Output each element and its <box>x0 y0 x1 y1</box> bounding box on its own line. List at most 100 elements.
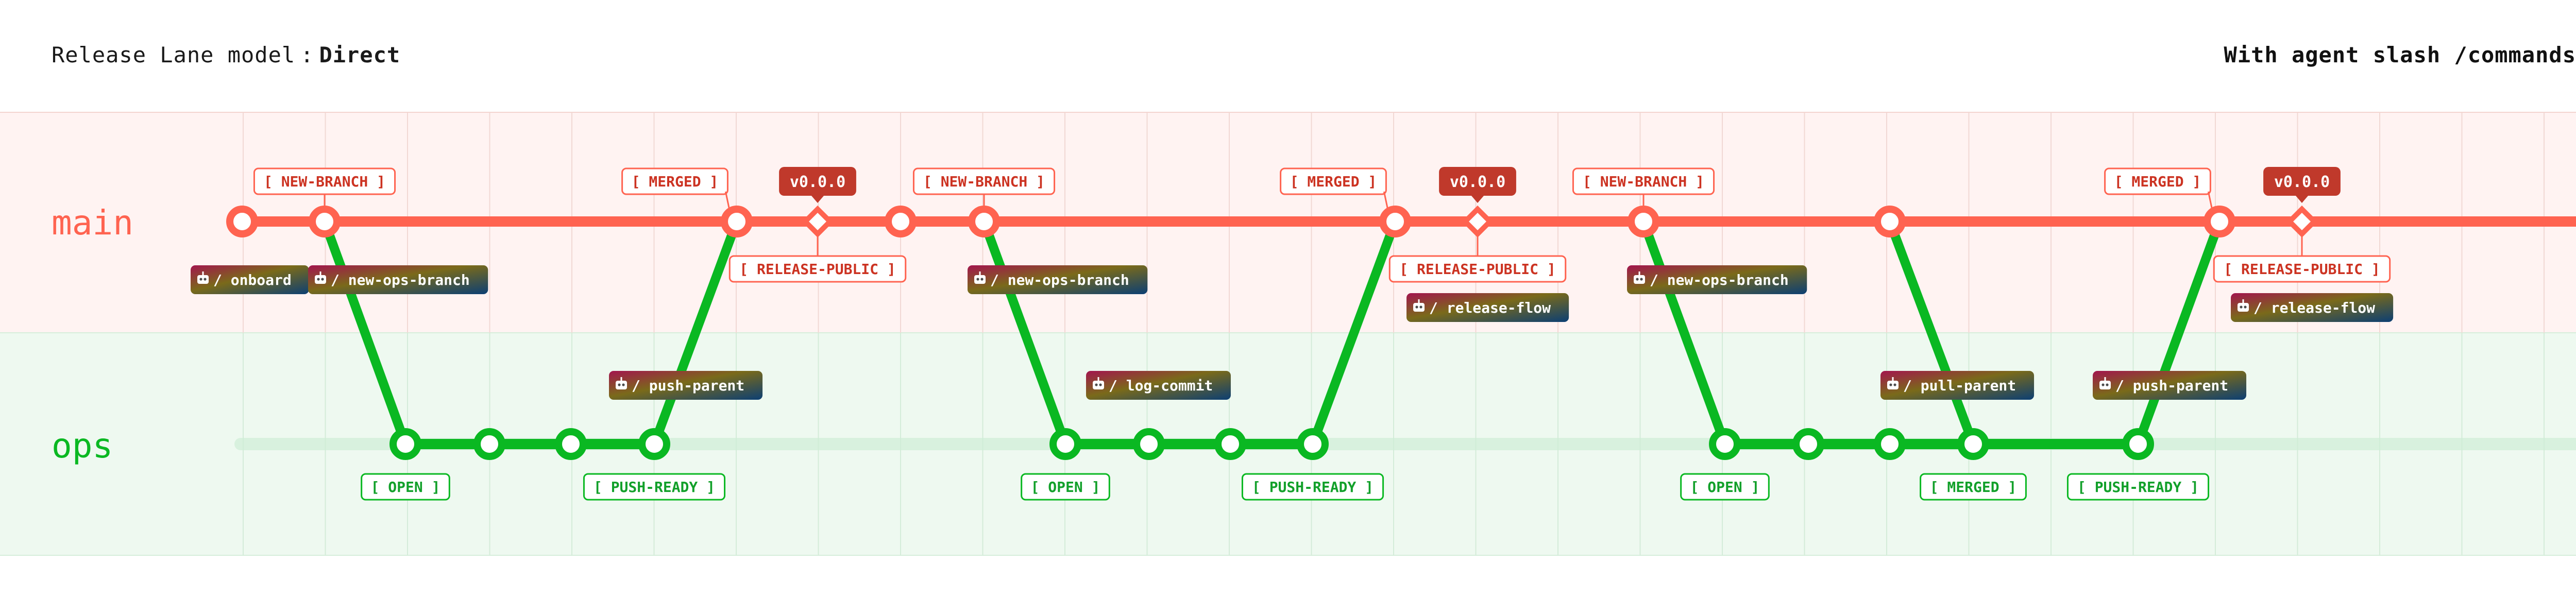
command-pull-parent-text: / pull-parent <box>1903 377 2016 394</box>
pull-parent-edge <box>1885 217 1978 449</box>
tag-new-branch: [ NEW-BRANCH ] <box>253 167 396 195</box>
model-label: Release Lane model <box>52 42 296 67</box>
sparkle-icon-eye <box>1636 278 1639 281</box>
ops-commit <box>555 428 587 460</box>
version-badge: v0.0.0 <box>1439 167 1516 203</box>
release-marker <box>2285 205 2318 238</box>
merge-back-edge <box>1308 217 1400 449</box>
tag-release-public-text: [ RELEASE-PUBLIC ] <box>739 261 895 278</box>
tag-open-text: [ OPEN ] <box>371 479 440 496</box>
command-release-flow: / release-flow <box>1406 293 1569 322</box>
tag-merged-box <box>1280 167 1387 195</box>
main-commit-merge <box>1379 206 1411 237</box>
command-new-ops-branch-text: / new-ops-branch <box>331 271 470 288</box>
tag-new-branch: [ NEW-BRANCH ] <box>1572 167 1715 195</box>
command-release-flow-box <box>2231 293 2394 322</box>
tag-merged: [ MERGED ] <box>2104 167 2211 195</box>
version-badge-pointer <box>811 196 824 203</box>
sparkle-icon <box>974 271 986 284</box>
tag-merged-box <box>2104 167 2211 195</box>
version-badge-box <box>2263 167 2341 196</box>
tag-new-branch-text: [ NEW-BRANCH ] <box>923 173 1045 190</box>
tag-open-box <box>1680 473 1770 501</box>
tag-push-ready: [ PUSH-READY ] <box>1241 473 1384 501</box>
sparkle-icon-eye <box>1419 305 1422 309</box>
command-onboard-text: / onboard <box>213 271 292 288</box>
tag-release-public-text: [ RELEASE-PUBLIC ] <box>1399 261 1555 278</box>
main-commit-branch <box>309 206 341 237</box>
sparkle-icon <box>2099 377 2111 389</box>
sparkle-icon <box>1093 377 1104 389</box>
main-commit-merge <box>721 206 753 237</box>
model-header: Release Lane model:Direct <box>52 42 400 67</box>
version-badge-box <box>1439 167 1516 196</box>
ops-commit <box>1874 428 1906 460</box>
merge-back-edge <box>650 217 741 449</box>
sparkle-icon-body <box>1413 303 1425 312</box>
tag-leader <box>724 191 731 211</box>
tag-release-public: [ RELEASE-PUBLIC ] <box>2213 255 2391 283</box>
sparkle-icon <box>2238 299 2249 312</box>
sparkle-icon <box>616 377 627 389</box>
tag-release-public-text: [ RELEASE-PUBLIC ] <box>2224 261 2380 278</box>
tag-open-box <box>1021 473 1110 501</box>
main-commit-branch <box>1628 206 1659 237</box>
tag-push-ready-box <box>583 473 726 501</box>
version-badge-text: v0.0.0 <box>1450 173 1505 191</box>
sparkle-icon <box>1634 271 1645 284</box>
sparkle-icon-eye <box>204 278 207 281</box>
main-commit-between <box>885 206 917 237</box>
sparkle-icon-eye <box>199 278 202 281</box>
sparkle-icon-eye <box>2240 305 2243 309</box>
ops-commit-push <box>1297 428 1329 460</box>
commit-nodes <box>226 205 2318 460</box>
tag-ops-merged-text: [ MERGED ] <box>1930 479 2017 496</box>
sparkle-icon-body <box>1634 275 1645 284</box>
main-commit-branch <box>968 206 1000 237</box>
sparkle-icon-eye <box>622 383 625 386</box>
command-push-parent-box <box>609 371 763 400</box>
tag-release-public: [ RELEASE-PUBLIC ] <box>728 255 907 283</box>
ops-commit-open <box>389 428 421 460</box>
command-release-flow: / release-flow <box>2231 293 2394 322</box>
command-new-ops-branch-box <box>968 265 1148 294</box>
sparkle-icon-eye <box>1893 383 1896 386</box>
ops-commit <box>1133 428 1165 460</box>
sparkle-icon-body <box>1887 381 1899 389</box>
sparkle-icon <box>315 271 326 284</box>
version-badge-pointer <box>2296 196 2308 203</box>
sparkle-icon-eye <box>618 383 621 386</box>
tag-push-ready-text: [ PUSH-READY ] <box>1252 479 1374 496</box>
sparkle-icon-eye <box>1099 383 1102 386</box>
tag-ops-merged: [ MERGED ] <box>1920 473 2027 501</box>
branch-out-edge <box>320 217 410 449</box>
command-push-parent-text: / push-parent <box>2115 377 2228 394</box>
branch-out-edge <box>1639 217 1730 449</box>
sparkle-icon <box>1887 377 1899 389</box>
sparkle-icon-body <box>616 381 627 389</box>
command-new-ops-branch: / new-ops-branch <box>1627 265 1807 294</box>
version-badge-text: v0.0.0 <box>790 173 845 191</box>
main-commit-merge <box>2204 206 2235 237</box>
lane-label-ops: ops <box>52 426 113 466</box>
command-push-parent: / push-parent <box>2093 371 2247 400</box>
page-subtitle: With agent slash /commands <box>2224 42 2576 67</box>
command-new-ops-branch-text: / new-ops-branch <box>1650 271 1789 288</box>
command-onboard: / onboard <box>191 265 309 294</box>
tag-merged: [ MERGED ] <box>621 167 728 195</box>
sparkle-icon-body <box>2099 381 2111 389</box>
ops-commit <box>1792 428 1824 460</box>
tag-new-branch: [ NEW-BRANCH ] <box>912 167 1056 195</box>
ops-commit <box>473 428 505 460</box>
sparkle-icon-eye <box>1640 278 1643 281</box>
command-pull-parent: / pull-parent <box>1880 371 2035 400</box>
tag-push-ready-text: [ PUSH-READY ] <box>2077 479 2199 496</box>
release-marker <box>801 205 834 238</box>
tag-open: [ OPEN ] <box>1680 473 1770 501</box>
sparkle-icon-body <box>315 275 326 284</box>
tag-merged-text: [ MERGED ] <box>2114 173 2201 190</box>
command-push-parent: / push-parent <box>609 371 763 400</box>
ops-commit-open <box>1709 428 1741 460</box>
version-badge-text: v0.0.0 <box>2274 173 2330 191</box>
version-badge: v0.0.0 <box>2263 167 2341 203</box>
